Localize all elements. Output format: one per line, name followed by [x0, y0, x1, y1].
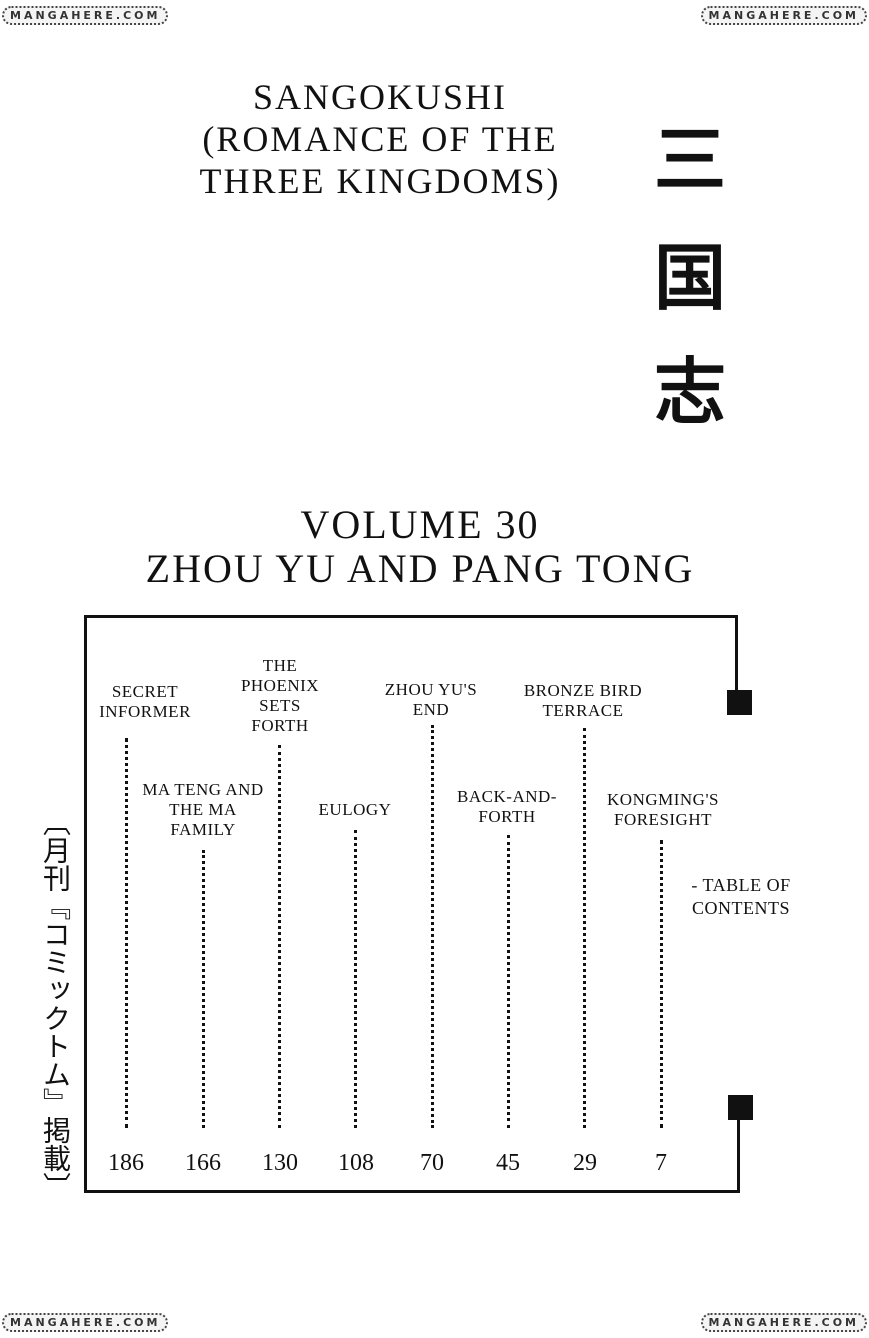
leader-dots — [660, 840, 663, 1128]
chapter-title: Zhou Yu's End — [384, 680, 478, 719]
frame-top — [84, 615, 737, 618]
page-number: 7 — [655, 1150, 667, 1176]
page-number: 45 — [496, 1150, 520, 1176]
watermark: MANGAHERE.COM — [2, 1313, 169, 1332]
title-line-2: (Romance of the — [202, 119, 558, 159]
chapter-title: Eulogy — [318, 800, 392, 819]
page-number: 70 — [420, 1150, 444, 1176]
leader-dots — [202, 850, 205, 1128]
kanji-shi: 志 — [653, 350, 726, 434]
volume-number: Volume 30 — [300, 502, 540, 547]
leader-dots — [278, 745, 281, 1128]
leader-dots — [125, 738, 128, 1128]
frame-left — [84, 615, 87, 1193]
page-number: 166 — [185, 1150, 221, 1176]
leader-dots — [431, 725, 434, 1128]
watermark: MANGAHERE.COM — [700, 1313, 867, 1332]
title-line-1: Sangokushi — [252, 77, 508, 117]
watermark: MANGAHERE.COM — [700, 6, 867, 25]
leader-dots — [354, 830, 357, 1128]
chapter-title: The Phoenix Sets Forth — [240, 656, 320, 735]
leader-dots — [507, 835, 510, 1128]
page-number: 186 — [108, 1150, 144, 1176]
title-line-3: Three Kingdoms) — [199, 161, 561, 201]
chapter-title: Back-and-Forth — [457, 787, 557, 826]
frame-right-bottom — [737, 1110, 740, 1193]
page-number: 29 — [573, 1150, 597, 1176]
frame-square-bottom — [728, 1095, 753, 1120]
leader-dots — [583, 728, 586, 1128]
chapter-title: Bronze Bird Terrace — [523, 681, 643, 720]
page-number: 108 — [338, 1150, 374, 1176]
watermark: MANGAHERE.COM — [2, 6, 169, 25]
serialization-note: 〔月刊『コミックトム』掲載〕 — [39, 808, 72, 1200]
volume-subtitle: Zhou Yu and Pang Tong — [145, 546, 695, 591]
frame-square-top — [727, 690, 752, 715]
table-of-contents-label: - Table of Contents — [691, 875, 791, 918]
frame-right-top — [735, 615, 738, 695]
page-number: 130 — [262, 1150, 298, 1176]
kanji-koku: 国 — [653, 236, 726, 320]
chapter-title: Kongming's Foresight — [607, 790, 719, 829]
kanji-san: 三 — [653, 118, 726, 202]
chapter-title: Secret Informer — [99, 682, 191, 721]
frame-bottom — [84, 1190, 740, 1193]
chapter-title: Ma Teng and the Ma Family — [142, 780, 264, 839]
